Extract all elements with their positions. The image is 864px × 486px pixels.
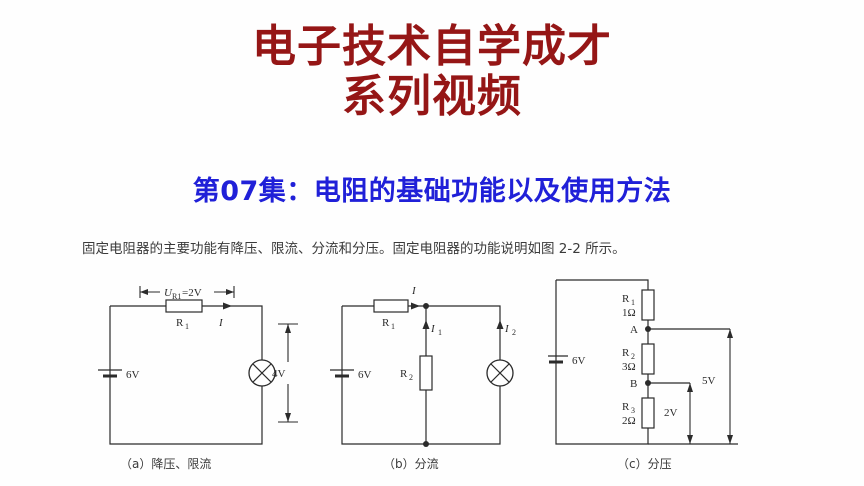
resistor-r2-symbol-c (641, 343, 655, 375)
resistor-r2-sub-c: 2 (631, 352, 635, 361)
node-b-label: B (630, 378, 637, 390)
node-a-label: A (630, 324, 638, 336)
main-title-line-2: 系列视频 (342, 71, 522, 122)
current-i-label-b: I (411, 285, 417, 297)
resistor-r1-sub-b: 1 (391, 322, 395, 331)
dimension-line-ur1 (139, 286, 235, 298)
junction-dot-top (423, 303, 429, 309)
resistor-r1-label-c: R (622, 293, 630, 305)
battery-symbol-c (548, 355, 568, 364)
resistor-r1-value-c: 1Ω (622, 307, 636, 319)
lamp-voltage-label-a: 4V (272, 368, 286, 380)
battery-label-a: 6V (126, 369, 140, 381)
measure-5v-label: 5V (702, 375, 716, 387)
lamp-symbol-a (248, 359, 276, 387)
resistor-r3-label-c: R (622, 401, 630, 413)
ur1-label: U (164, 287, 173, 299)
resistor-r3-value-c: 2Ω (622, 415, 636, 427)
resistor-r2-label-c: R (622, 347, 630, 359)
ur1-value: =2V (182, 287, 202, 299)
resistor-r1-symbol (165, 299, 203, 313)
current-arrow-i-b (411, 302, 420, 310)
battery-label-b: 6V (358, 369, 372, 381)
episode-subtitle: 第07集：电阻的基础功能以及使用方法 (192, 176, 672, 207)
junction-dot-bottom (423, 441, 429, 447)
dimension-line-2v (687, 383, 693, 444)
current-i-label: I (218, 317, 224, 329)
resistor-r1-sub: 1 (185, 322, 189, 331)
dimension-line-4v (278, 323, 298, 423)
resistor-r2-value-c: 3Ω (622, 361, 636, 373)
battery-symbol-b (330, 369, 354, 378)
dimension-line-5v (727, 329, 733, 444)
main-title-line-1: 电子技术自学成才 (252, 21, 612, 72)
current-i1-sub: 1 (438, 328, 442, 337)
resistor-r2-sub-b: 2 (409, 373, 413, 382)
circuit-diagram-b: R 1 I I 1 I 2 6V R 2 (330, 285, 516, 447)
current-arrow-i (223, 302, 232, 310)
resistor-r2-symbol-b (419, 355, 433, 391)
current-i2-label: I (504, 323, 510, 335)
current-arrow-i1 (422, 320, 430, 329)
resistor-r3-symbol-c (641, 397, 655, 429)
resistor-r1-symbol-b (373, 299, 409, 313)
circuit-diagram-a: U R1 =2V R 1 I 6V (98, 286, 298, 445)
ur1-label-sub: R1 (172, 292, 181, 301)
resistor-r1-label-b: R (382, 317, 390, 329)
resistor-r2-label-b: R (400, 368, 408, 380)
resistor-r1-sub-c: 1 (631, 298, 635, 307)
main-title: 电子技术自学成才 系列视频 (0, 22, 864, 122)
current-arrow-i2 (496, 320, 504, 329)
current-i2-sub: 2 (512, 328, 516, 337)
measure-2v-label: 2V (664, 407, 678, 419)
battery-symbol-a (98, 369, 122, 378)
figure-2-2: U R1 =2V R 1 I 6V (0, 272, 864, 486)
lamp-symbol-b (486, 359, 514, 387)
caption-b: （b）分流 (383, 457, 439, 471)
battery-label-c: 6V (572, 355, 586, 367)
current-i1-label: I (430, 323, 436, 335)
resistor-r1-symbol-c (641, 289, 655, 321)
caption-a: （a）降压、限流 (120, 457, 212, 471)
circuit-diagram-c: 6V R 1 1Ω A R 2 3Ω B R 3 2Ω (548, 279, 738, 445)
resistor-r1-label: R (176, 317, 184, 329)
resistor-r3-sub-c: 3 (631, 406, 635, 415)
body-paragraph: 固定电阻器的主要功能有降压、限流、分流和分压。固定电阻器的功能说明如图 2-2 … (82, 241, 626, 257)
caption-c: （c）分压 (617, 457, 672, 471)
